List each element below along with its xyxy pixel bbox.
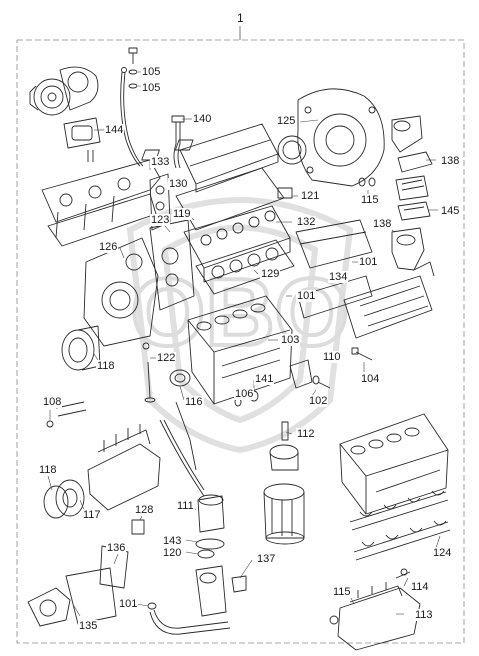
callout-141: 141 <box>254 373 275 385</box>
callout-111: 111 <box>176 500 195 512</box>
water-pump <box>27 545 129 627</box>
callout-120: 120 <box>162 547 183 559</box>
thermostat-housing <box>391 115 433 173</box>
bearing-shells <box>349 490 451 561</box>
crank-pulley <box>61 325 101 371</box>
dowel-pins <box>358 177 376 187</box>
short-block <box>339 413 449 515</box>
callout-assembly: 1 <box>237 11 244 25</box>
callout-101b: 101 <box>296 290 317 302</box>
pump-gasket <box>43 485 69 519</box>
callout-112: 112 <box>296 428 316 440</box>
callout-143: 143 <box>162 535 183 547</box>
callout-125: 125 <box>276 115 297 127</box>
callout-115a: 115 <box>360 194 380 206</box>
clip <box>131 519 145 535</box>
oil-filter-base <box>289 359 331 389</box>
callout-108: 108 <box>42 396 63 408</box>
callout-110: 110 <box>322 351 342 363</box>
callout-113: 113 <box>414 609 434 621</box>
callout-105b: 105 <box>141 82 162 94</box>
callout-140: 140 <box>192 113 213 125</box>
callout-126: 126 <box>98 241 119 253</box>
callout-135: 135 <box>78 620 99 632</box>
callout-124: 124 <box>432 547 453 559</box>
oil-pipe <box>120 67 144 167</box>
water-outlet <box>391 227 425 271</box>
head-gasket <box>195 239 295 295</box>
callout-145: 145 <box>440 205 461 217</box>
oil-filler <box>195 494 225 559</box>
callout-130: 130 <box>168 178 189 190</box>
callout-132: 132 <box>296 216 317 228</box>
callout-137: 137 <box>256 553 277 565</box>
water-hose <box>147 602 231 635</box>
callout-128: 128 <box>134 504 155 516</box>
injection-pump <box>55 424 161 517</box>
fuel-injection-pump <box>329 568 421 651</box>
callout-114: 114 <box>410 581 430 593</box>
callout-105a: 105 <box>141 66 162 78</box>
callout-102: 102 <box>308 395 329 407</box>
callout-101a: 101 <box>358 256 379 268</box>
callout-123: 123 <box>150 214 171 226</box>
elbow-fitting <box>195 565 247 617</box>
callout-104: 104 <box>360 373 381 385</box>
callout-115b: 115 <box>332 586 352 598</box>
oil-filter <box>263 421 305 545</box>
callout-134: 134 <box>328 271 349 283</box>
banjo-bolt <box>128 47 138 89</box>
cover-plate <box>277 187 293 199</box>
svg-text:OBO: OBO <box>131 259 350 366</box>
assembly-frame <box>16 39 465 644</box>
callout-103: 103 <box>280 334 301 346</box>
rocker-cover <box>141 123 279 193</box>
callout-121: 121 <box>300 190 321 202</box>
seal-ring <box>277 135 307 165</box>
flywheel-housing <box>297 88 385 187</box>
turbocharger <box>29 66 99 116</box>
gear-case <box>83 237 159 347</box>
callout-133: 133 <box>150 156 171 168</box>
callout-144: 144 <box>104 124 125 136</box>
callout-129: 129 <box>260 268 281 280</box>
callout-122: 122 <box>156 352 177 364</box>
callout-138b: 138 <box>372 218 393 230</box>
callout-116: 116 <box>184 396 204 408</box>
gear-case-gasket <box>149 219 195 311</box>
thermostat <box>395 175 431 221</box>
oil-cooler <box>343 261 435 339</box>
watermark-shield <box>126 197 354 454</box>
callout-138a: 138 <box>440 155 461 167</box>
exhaust-manifold <box>41 159 161 247</box>
valve <box>142 342 156 403</box>
callout-101c: 101 <box>118 598 139 610</box>
callout-106: 106 <box>234 388 255 400</box>
bolt-104 <box>351 347 373 361</box>
callout-118b: 118 <box>38 464 58 476</box>
dipstick <box>159 401 205 497</box>
callout-136: 136 <box>106 542 127 554</box>
cylinder-head <box>183 205 291 283</box>
turbo-gasket <box>63 117 101 162</box>
engine-block <box>187 295 293 405</box>
callout-119: 119 <box>172 208 192 220</box>
callout-118a: 118 <box>96 360 116 372</box>
callout-117: 117 <box>82 509 102 521</box>
intake-manifold <box>295 219 373 269</box>
watermark-text: OBO <box>129 257 352 368</box>
